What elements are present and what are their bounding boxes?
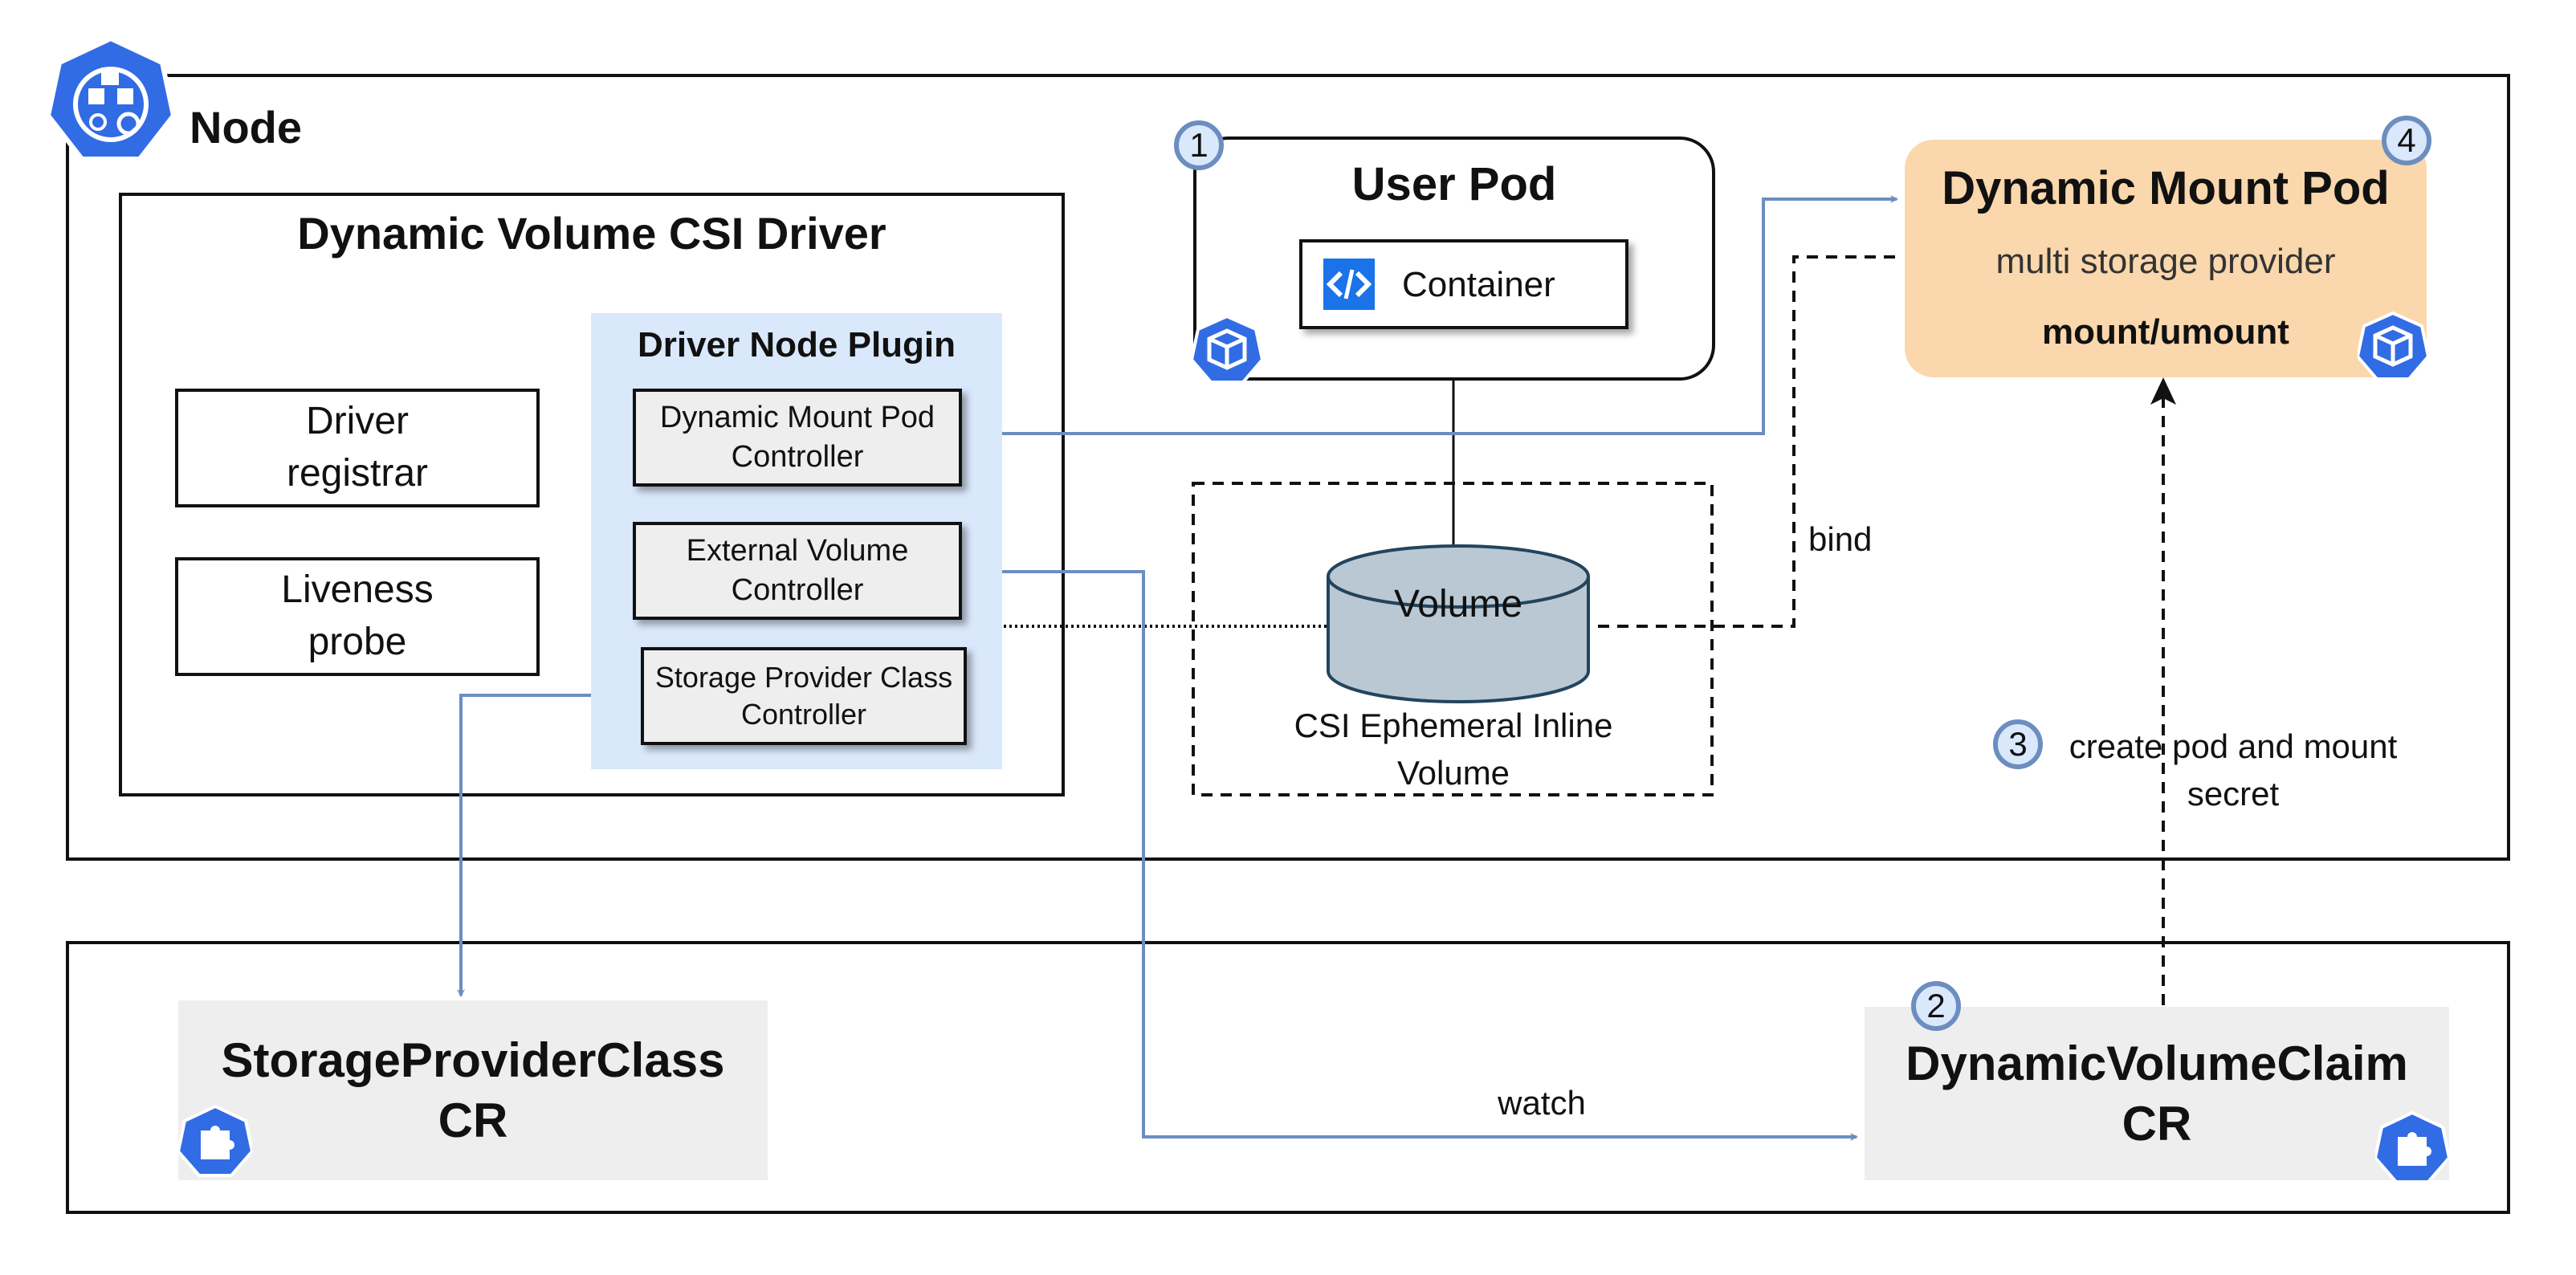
node-frame bbox=[66, 74, 2510, 861]
cr-frame bbox=[66, 941, 2510, 1214]
dynamic-mount-pod-subtitle: multi storage provider bbox=[1995, 242, 2336, 281]
dynamic-mount-pod-box bbox=[1905, 140, 2427, 377]
watch-edge-label: watch bbox=[1498, 1084, 1586, 1122]
external-controller-watch-edge bbox=[962, 570, 1858, 1141]
csi-driver-title: Dynamic Volume CSI Driver bbox=[297, 207, 887, 259]
node-title: Node bbox=[190, 102, 302, 153]
dynamic-volume-claim-cr-puzzle-icon bbox=[2373, 1110, 2452, 1183]
dynamic-volume-claim-cr-label: DynamicVolumeClaim CR bbox=[1906, 1037, 2408, 1151]
storage-provider-class-controller-box: Storage Provider Class Controller bbox=[641, 647, 967, 745]
container-code-icon bbox=[1323, 259, 1375, 310]
bind-edge bbox=[1598, 255, 1900, 628]
driver-node-plugin-title: Driver Node Plugin bbox=[637, 325, 956, 365]
create-pod-edge-label: create pod and mount secret bbox=[2069, 727, 2398, 813]
dynamic-volume-claim-cr-box: DynamicVolumeClaim CR bbox=[1865, 1007, 2449, 1180]
liveness-probe-box: Liveness probe bbox=[175, 557, 540, 676]
dynamic-mount-pod-title: Dynamic Mount Pod bbox=[1942, 161, 2390, 214]
external-volume-controller-label: External Volume Controller bbox=[686, 534, 909, 607]
user-pod-number-badge: 1 bbox=[1174, 120, 1224, 170]
csi-driver-frame bbox=[119, 193, 1065, 796]
external-volume-controller-box: External Volume Controller bbox=[633, 522, 962, 620]
kubernetes-node-icon bbox=[45, 35, 177, 167]
storage-provider-class-cr-box: StorageProviderClass CR bbox=[178, 1000, 768, 1180]
create-pod-number-badge: 3 bbox=[1993, 719, 2043, 769]
storage-provider-class-controller-label: Storage Provider Class Controller bbox=[654, 660, 953, 731]
spc-controller-to-cr-edge bbox=[457, 694, 641, 997]
dynamic-mount-pod-action: mount/umount bbox=[2042, 312, 2289, 352]
storage-provider-class-cr-puzzle-icon bbox=[176, 1103, 255, 1177]
volume-caption: CSI Ephemeral Inline Volume bbox=[1294, 707, 1613, 792]
liveness-probe-label: Liveness probe bbox=[281, 568, 434, 663]
user-pod-title: User Pod bbox=[1351, 157, 1557, 210]
dynamic-mount-pod-controller-label: Dynamic Mount Pod Controller bbox=[659, 401, 935, 474]
volume-cylinder bbox=[1327, 544, 1590, 703]
mount-controller-to-mount-pod-edge bbox=[962, 195, 1898, 435]
user-pod-icon bbox=[1189, 313, 1265, 384]
storage-provider-class-cr-label: StorageProviderClass CR bbox=[221, 1033, 725, 1147]
dynamic-mount-pod-number-badge: 4 bbox=[2382, 116, 2431, 165]
driver-registrar-label: Driver registrar bbox=[286, 400, 429, 495]
dynamic-mount-pod-icon bbox=[2355, 310, 2431, 381]
dynamic-volume-claim-number-badge: 2 bbox=[1911, 981, 1961, 1031]
container-label: Container bbox=[1402, 265, 1555, 304]
create-pod-arrowhead bbox=[2150, 377, 2176, 405]
bind-edge-label: bind bbox=[1808, 520, 1873, 558]
dynamic-mount-pod-controller-box: Dynamic Mount Pod Controller bbox=[633, 389, 962, 487]
driver-registrar-box: Driver registrar bbox=[175, 389, 540, 507]
volume-label: Volume bbox=[1393, 582, 1523, 625]
